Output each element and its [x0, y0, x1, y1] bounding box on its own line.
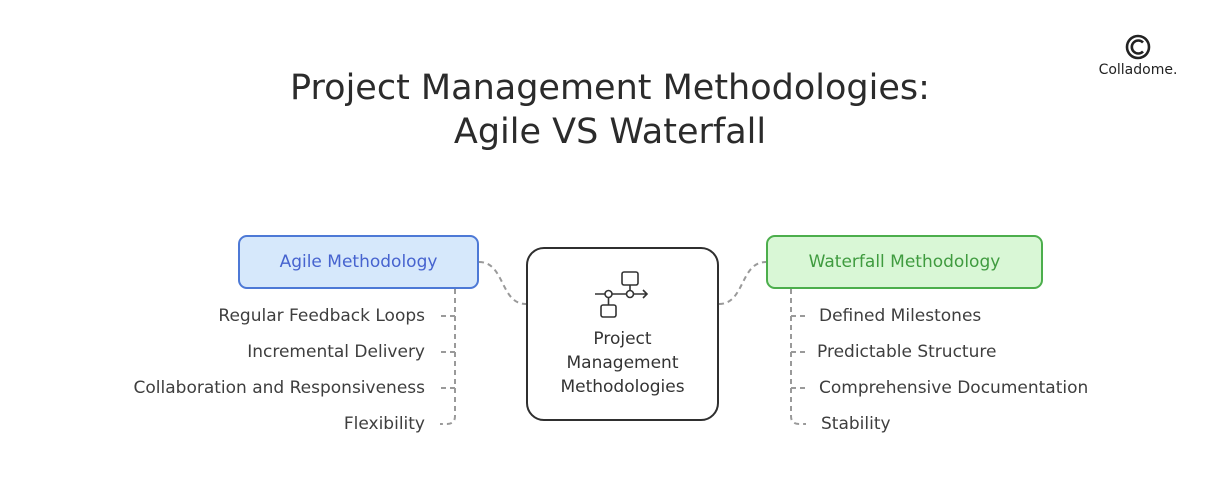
agile-item: Regular Feedback Loops: [218, 306, 425, 326]
waterfall-branch-trunk: [790, 289, 806, 425]
agile-item: Collaboration and Responsiveness: [133, 378, 425, 398]
agile-methodology-label: Agile Methodology: [279, 252, 438, 272]
waterfall-methodology-label: Waterfall Methodology: [808, 252, 1001, 272]
center-node-label: Project Management Methodologies: [560, 327, 684, 399]
agile-item: Incremental Delivery: [247, 342, 425, 362]
waterfall-item: Comprehensive Documentation: [819, 378, 1089, 398]
page-title: Project Management Methodologies: Agile …: [0, 66, 1220, 154]
agile-to-center-connector: [478, 261, 527, 305]
agile-methodology-node: Agile Methodology: [238, 235, 479, 289]
center-to-waterfall-connector: [718, 261, 767, 305]
center-label-line-1: Project: [593, 329, 652, 349]
waterfall-item: Defined Milestones: [819, 306, 982, 326]
workflow-diagram-icon: [594, 271, 648, 318]
colladome-c-icon: [1125, 34, 1151, 60]
title-line-1: Project Management Methodologies:: [290, 68, 930, 108]
waterfall-item: Stability: [821, 414, 891, 434]
agile-item: Flexibility: [343, 414, 425, 434]
center-label-line-3: Methodologies: [560, 377, 685, 397]
agile-branch-trunk: [440, 289, 456, 425]
brand-name: Colladome.: [1098, 62, 1178, 78]
center-node: Project Management Methodologies: [526, 247, 719, 421]
waterfall-item: Predictable Structure: [817, 342, 997, 362]
waterfall-methodology-node: Waterfall Methodology: [766, 235, 1043, 289]
title-line-2: Agile VS Waterfall: [453, 112, 767, 152]
brand-logo: Colladome.: [1088, 33, 1188, 78]
center-label-line-2: Management: [566, 353, 679, 373]
